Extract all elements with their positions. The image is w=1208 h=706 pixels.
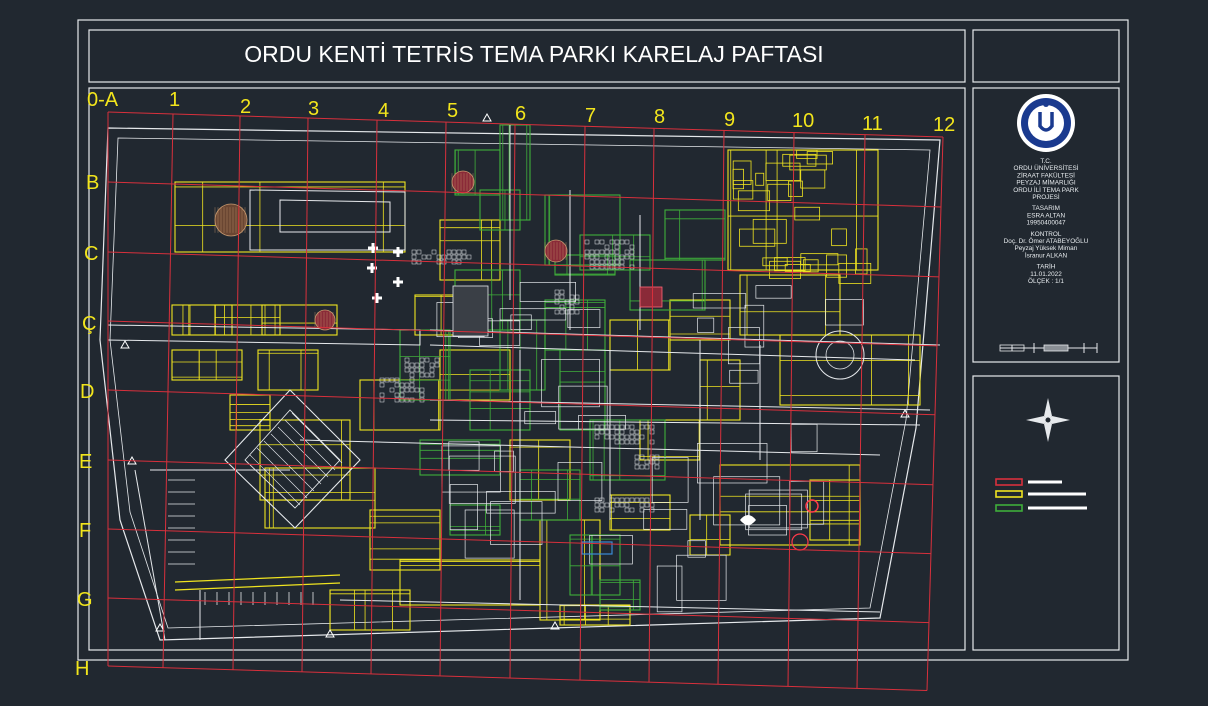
plan-yellow-elements	[171, 149, 921, 631]
title-block-line: ÖLÇEK : 1/1	[1028, 277, 1064, 285]
column-label: 12	[933, 114, 955, 136]
grid-column-line	[301, 117, 309, 672]
column-label: 10	[792, 110, 814, 132]
title-block-line: ZİRAAT FAKÜLTESİ	[1017, 170, 1075, 179]
grid-row-line	[107, 181, 942, 208]
title-block-line: PEYZAJ MİMARLIĞI	[1016, 178, 1076, 187]
legend-swatch	[995, 478, 1023, 486]
row-label: D	[80, 381, 94, 403]
grid-column-line	[579, 126, 586, 681]
title-block-legend	[972, 375, 1120, 651]
grid-row-line	[107, 111, 944, 138]
north-arrow-icon	[1026, 398, 1070, 442]
plan-viewport	[88, 87, 966, 651]
column-label: 0-A	[87, 89, 119, 111]
row-labels: B C Ç D E F G H	[75, 172, 99, 680]
column-label: 3	[308, 98, 319, 120]
column-label: 2	[240, 96, 251, 118]
grid-row-line	[107, 251, 940, 278]
plan-green-elements	[399, 124, 726, 611]
university-logo	[1017, 94, 1075, 152]
legend-swatch	[995, 504, 1023, 512]
title-block-line: 11.01.2022	[1030, 271, 1062, 278]
grid-column-line	[856, 134, 866, 689]
grid-column-line	[648, 128, 655, 683]
column-label: 8	[654, 106, 665, 128]
title-block-line: 19950400047	[1026, 220, 1066, 227]
column-label: 11	[862, 113, 883, 135]
site-boundary-inner	[109, 137, 931, 629]
scale-bar	[999, 343, 1098, 353]
grid-row-line	[107, 320, 938, 347]
grid-row-line	[107, 597, 930, 624]
column-label: 1	[169, 89, 180, 111]
title-block-top	[972, 29, 1120, 83]
grid-row-line	[107, 459, 934, 486]
grid-column-line	[370, 120, 378, 674]
plan-white-paths	[107, 125, 941, 641]
row-label: G	[77, 589, 93, 611]
title-block-line: PROJESİ	[1032, 192, 1060, 201]
grid-column-line	[162, 113, 174, 668]
column-label: 6	[515, 103, 526, 125]
row-label: H	[75, 658, 89, 680]
karelaj-grid	[107, 111, 944, 692]
title-block-line: TASARIM	[1032, 205, 1060, 212]
grid-column-line	[439, 122, 447, 676]
row-label: B	[86, 172, 99, 194]
legend-swatch	[995, 490, 1023, 498]
grid-row-line	[107, 665, 928, 692]
row-label: C	[84, 243, 98, 265]
column-label: 9	[724, 109, 735, 131]
grid-column-line	[787, 132, 795, 687]
title-block-line: KONTROL	[1031, 231, 1062, 238]
title-block-line: ESRA ALTAN	[1027, 212, 1066, 219]
row-label: F	[79, 520, 91, 542]
drawing-title: ORDU KENTİ TETRİS TEMA PARKI KARELAJ PAF…	[244, 41, 823, 67]
sheet-frame	[77, 19, 1129, 661]
grid-column-line	[509, 124, 516, 679]
title-block-line: ORDU ÜNİVERSİTESİ	[1014, 163, 1079, 172]
title-block-line: Peyzaj Yüksek Mimarı	[1014, 245, 1077, 252]
title-block-line: ORDU İLİ TEMA PARK	[1013, 185, 1079, 194]
title-block-line: Doç. Dr. Ömer ATABEYOĞLU	[1004, 236, 1089, 245]
row-label: E	[79, 451, 92, 473]
grid-column-line	[232, 115, 241, 670]
title-box	[88, 29, 966, 83]
column-label: 7	[585, 105, 596, 127]
title-block-line: T.C.	[1040, 158, 1052, 165]
grid-column-line	[926, 136, 944, 691]
site-boundary	[99, 127, 941, 641]
title-block-line: TARİH	[1037, 262, 1056, 271]
grid-row-line	[107, 528, 932, 555]
plan-features	[120, 112, 910, 638]
row-label: Ç	[82, 313, 96, 335]
title-block-line: İsranur ALKAN	[1025, 250, 1068, 259]
grid-row-line	[107, 389, 936, 416]
column-label: 4	[378, 100, 389, 122]
legend	[995, 478, 1087, 512]
column-label: 5	[447, 100, 458, 122]
title-block-info	[972, 87, 1120, 363]
grid-column-line	[717, 130, 725, 685]
